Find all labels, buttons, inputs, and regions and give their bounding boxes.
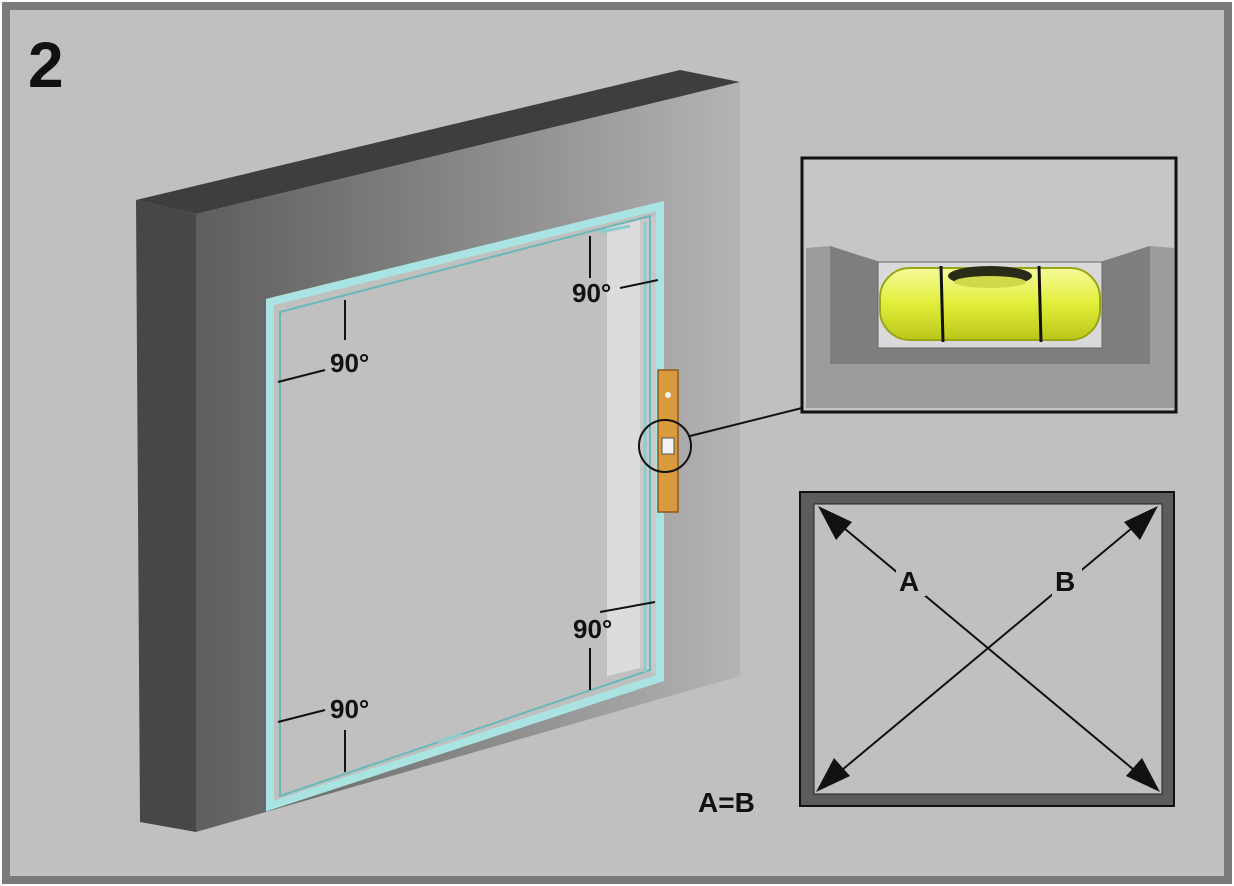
frame-outer: [266, 200, 664, 812]
wall-side-face: [136, 200, 196, 832]
door-frame: [266, 200, 664, 812]
angle-leaders: [277, 236, 659, 772]
angle-label-top-right: 90°: [572, 278, 611, 308]
angle-label-bottom-right: 90°: [573, 614, 612, 644]
diagonal-a-arrow-end: [1126, 758, 1160, 792]
vial-mark-right: [1037, 265, 1043, 343]
frame-inner-edge: [279, 214, 651, 798]
level-zoom-inset: [800, 156, 1178, 414]
frame-clip: [437, 732, 463, 744]
zoom-callout-leader: [689, 407, 803, 437]
opening-right-reveal: [607, 220, 640, 676]
level-top-screw: [665, 392, 671, 398]
vial-bubble-highlight: [954, 276, 1026, 288]
zoom-callout-circle: [638, 419, 692, 473]
diagonal-b-arrow-end: [816, 758, 850, 792]
diagonal-a-label: A: [899, 566, 919, 597]
diagonal-a-arrow-start: [818, 506, 852, 540]
diagonal-a-line: [831, 517, 1147, 781]
diagonal-b-label-bg: [1052, 566, 1082, 596]
diagonal-check-diagram: A B: [799, 491, 1175, 807]
step-number: 2: [28, 29, 64, 101]
diagonal-equality-label: A=B: [698, 787, 755, 818]
level-vial-window: [661, 437, 675, 455]
angle-label-bottom-left: 90°: [330, 694, 369, 724]
vial-mark-left: [939, 265, 945, 343]
diagonal-a-label-bg: [896, 566, 926, 596]
vial-housing-front: [830, 246, 1150, 364]
spirit-level-tool: [638, 369, 803, 513]
wall-front-face: [196, 82, 740, 832]
angle-label-top-left: 90°: [330, 348, 369, 378]
frame-clip: [599, 224, 631, 234]
diagonal-b-arrow-start: [1124, 506, 1158, 540]
diagonal-b-line: [829, 517, 1145, 781]
diagonal-b-label: B: [1055, 566, 1075, 597]
wall-top-face: [136, 70, 740, 214]
